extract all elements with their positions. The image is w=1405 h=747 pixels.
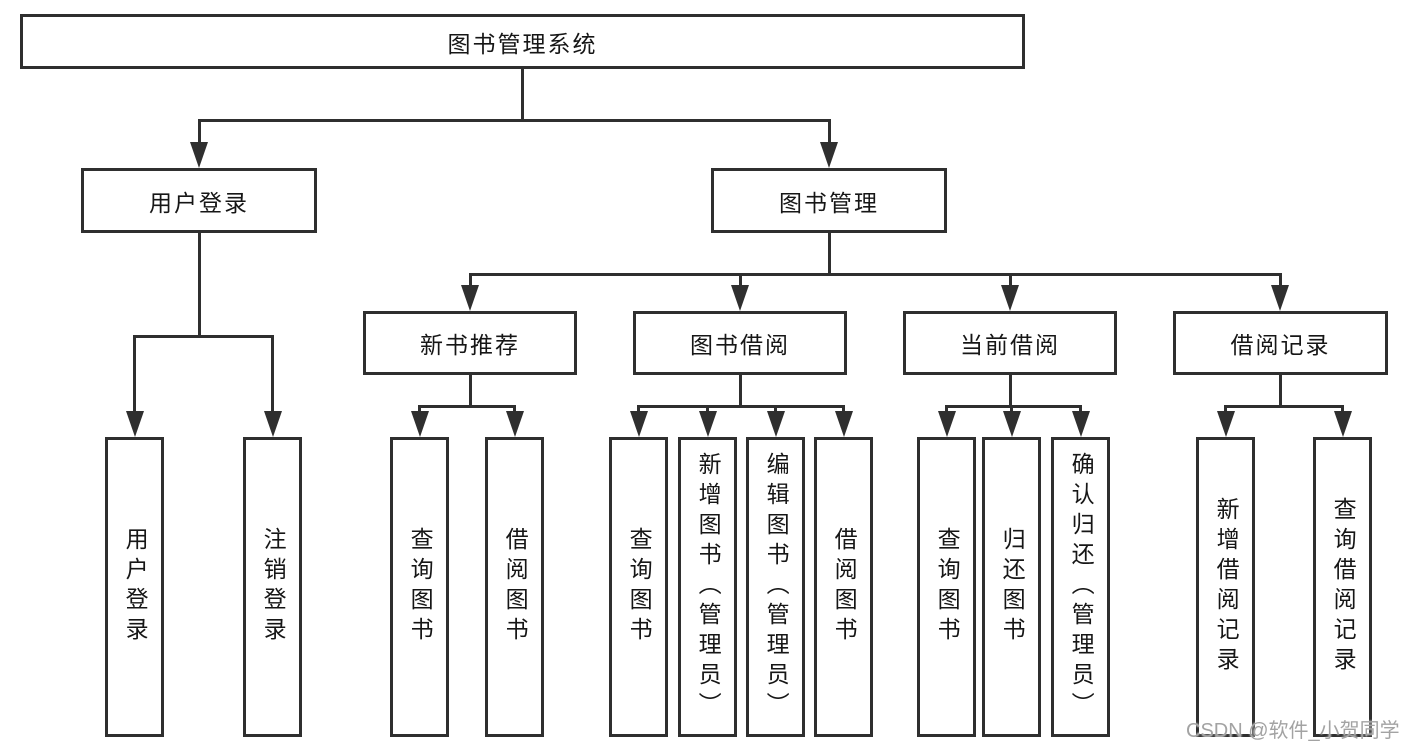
leaf-borrow-books-recommend: 借阅图书 <box>485 437 544 737</box>
connector-groupD-stem <box>1279 375 1282 407</box>
leaf-query-books-borrowing: 查询图书 <box>609 437 668 737</box>
leaf-user-login-label: 用户登录 <box>122 527 149 647</box>
arrow-down-icon <box>264 411 282 437</box>
leaf-borrow-books-borrowing-label: 借阅图书 <box>831 527 858 647</box>
leaf-query-borrow-record-label: 查询借阅记录 <box>1330 497 1357 677</box>
leaf-add-book-admin-label: 新增图书（管理员） <box>695 452 722 722</box>
connector-root-rail <box>198 119 831 122</box>
leaf-query-books-borrowing-label: 查询图书 <box>626 527 653 647</box>
leaf-return-books-label: 归还图书 <box>999 527 1026 647</box>
connector-bookmgmt-drop-1 <box>469 275 472 287</box>
leaf-query-books-recommend: 查询图书 <box>390 437 449 737</box>
arrow-down-icon <box>1271 285 1289 311</box>
connector-groupA-rail <box>418 405 516 408</box>
node-book-borrowing-label: 图书借阅 <box>690 332 790 358</box>
node-library-system-label: 图书管理系统 <box>447 30 598 57</box>
connector-bookmgmt-drop-2 <box>739 275 742 287</box>
leaf-query-books-current-label: 查询图书 <box>934 527 961 647</box>
connector-userlogin-drop-2 <box>271 337 274 412</box>
arrow-down-icon <box>1072 411 1090 437</box>
leaf-edit-book-admin-label: 编辑图书（管理员） <box>763 452 790 722</box>
node-user-login-label: 用户登录 <box>149 189 249 216</box>
arrow-down-icon <box>767 411 785 437</box>
node-current-borrowing: 当前借阅 <box>903 311 1117 375</box>
connector-groupC-stem <box>1009 375 1012 407</box>
leaf-add-borrow-record: 新增借阅记录 <box>1196 437 1255 737</box>
connector-groupB-stem <box>739 375 742 407</box>
arrow-down-icon <box>699 411 717 437</box>
connector-root-stem <box>521 69 524 121</box>
node-book-management-label: 图书管理 <box>779 189 879 216</box>
arrow-down-icon <box>126 411 144 437</box>
leaf-logout-label: 注销登录 <box>260 527 287 647</box>
leaf-confirm-return-admin: 确认归还（管理员） <box>1051 437 1110 737</box>
leaf-return-books: 归还图书 <box>982 437 1041 737</box>
connector-bookmgmt-drop-4 <box>1279 275 1282 287</box>
leaf-add-book-admin: 新增图书（管理员） <box>678 437 737 737</box>
arrow-down-icon <box>506 411 524 437</box>
leaf-edit-book-admin: 编辑图书（管理员） <box>746 437 805 737</box>
node-new-book-recommend-label: 新书推荐 <box>420 332 520 358</box>
leaf-query-borrow-record: 查询借阅记录 <box>1313 437 1372 737</box>
leaf-borrow-books-recommend-label: 借阅图书 <box>502 527 529 647</box>
arrow-down-icon <box>1334 411 1352 437</box>
node-borrowing-records-label: 借阅记录 <box>1230 332 1331 358</box>
leaf-query-books-current: 查询图书 <box>917 437 976 737</box>
leaf-query-books-recommend-label: 查询图书 <box>407 527 434 647</box>
connector-userlogin-rail <box>133 335 274 338</box>
arrow-down-icon <box>411 411 429 437</box>
connector-root-drop-left <box>198 121 201 144</box>
connector-groupC-rail <box>945 405 1082 408</box>
connector-groupD-rail <box>1224 405 1344 408</box>
arrow-down-icon <box>1217 411 1235 437</box>
connector-userlogin-stem <box>198 233 201 336</box>
arrow-down-icon <box>1001 285 1019 311</box>
node-borrowing-records: 借阅记录 <box>1173 311 1388 375</box>
arrow-down-icon <box>731 285 749 311</box>
arrow-down-icon <box>938 411 956 437</box>
arrow-down-icon <box>1003 411 1021 437</box>
connector-groupA-stem <box>469 375 472 407</box>
node-library-system: 图书管理系统 <box>20 14 1025 69</box>
leaf-borrow-books-borrowing: 借阅图书 <box>814 437 873 737</box>
arrow-down-icon <box>835 411 853 437</box>
arrow-down-icon <box>190 142 208 168</box>
arrow-down-icon <box>820 142 838 168</box>
leaf-logout: 注销登录 <box>243 437 302 737</box>
connector-root-drop-right <box>828 121 831 144</box>
connector-bookmgmt-stem <box>828 233 831 275</box>
node-user-login: 用户登录 <box>81 168 317 233</box>
connector-groupB-rail <box>637 405 845 408</box>
leaf-confirm-return-admin-label: 确认归还（管理员） <box>1068 452 1095 722</box>
node-new-book-recommend: 新书推荐 <box>363 311 577 375</box>
connector-bookmgmt-rail <box>469 273 1282 276</box>
node-current-borrowing-label: 当前借阅 <box>960 332 1060 358</box>
connector-bookmgmt-drop-3 <box>1009 275 1012 287</box>
node-book-management: 图书管理 <box>711 168 947 233</box>
arrow-down-icon <box>630 411 648 437</box>
leaf-user-login: 用户登录 <box>105 437 164 737</box>
leaf-add-borrow-record-label: 新增借阅记录 <box>1213 497 1240 677</box>
arrow-down-icon <box>461 285 479 311</box>
csdn-watermark: CSDN @软件_小贺同学 <box>1186 720 1400 742</box>
connector-userlogin-drop-1 <box>133 337 136 412</box>
node-book-borrowing: 图书借阅 <box>633 311 847 375</box>
